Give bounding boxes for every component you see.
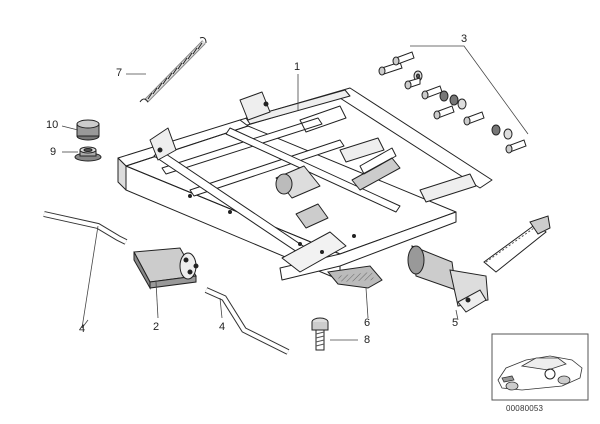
callout-10: 10	[46, 119, 59, 131]
bracket-plate	[327, 265, 383, 319]
frame-motor	[275, 165, 321, 199]
grommet	[74, 146, 102, 162]
callout-2: 2	[153, 321, 160, 333]
callout-5: 5	[452, 317, 459, 329]
callout-4-right: 4	[219, 321, 226, 333]
seat-frame	[117, 87, 493, 281]
rubber-bumper	[76, 119, 100, 141]
leader-lines	[61, 73, 299, 319]
tension-spring	[139, 37, 207, 103]
drive-motor	[133, 247, 199, 319]
vehicle-location-thumbnail	[491, 333, 589, 401]
callout-1: 1	[294, 61, 301, 73]
height-adjust-motor	[407, 215, 551, 321]
flex-shaft-left	[43, 211, 128, 329]
callout-7: 7	[116, 67, 123, 79]
flex-shaft-right	[204, 287, 290, 355]
hex-bolt	[311, 317, 358, 351]
callout-3: 3	[461, 33, 468, 45]
callout-4-left: 4	[79, 323, 86, 335]
callout-8: 8	[364, 334, 371, 346]
callout-6: 6	[364, 317, 371, 329]
bolt-set	[378, 45, 529, 154]
callout-9: 9	[50, 146, 57, 158]
diagram-reference-number: 00080053	[506, 404, 544, 413]
